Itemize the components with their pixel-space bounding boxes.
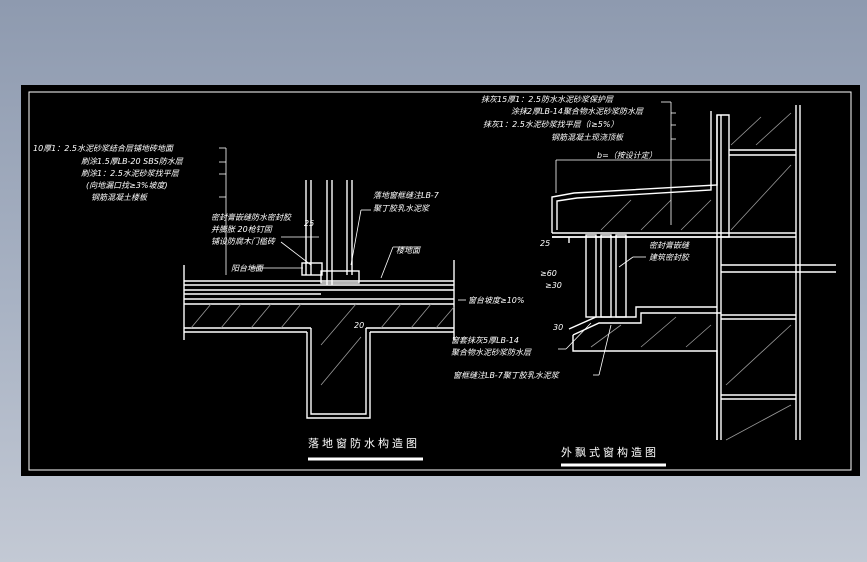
right-b-note: b=（按设计定） [597, 151, 657, 160]
left-detail [183, 180, 455, 419]
left-label-floor: 楼地面 [396, 246, 422, 255]
drawing-sheet: 10厚1：2.5水泥砂浆结合层铺地砖地面 刷涂1.5厚LB-20 SBS防水层 … [21, 85, 860, 476]
sheet-frame [28, 91, 852, 471]
right-dim-25: 25 [540, 239, 550, 248]
left-note-2: 刷涂1.5厚LB-20 SBS防水层 [81, 157, 184, 166]
right-dim-30b: 30 [553, 323, 563, 332]
cad-drawing: 10厚1：2.5水泥砂浆结合层铺地砖地面 刷涂1.5厚LB-20 SBS防水层 … [28, 91, 852, 471]
left-note-5: 钢筋混凝土楼板 [91, 193, 148, 202]
left-detail-title: 落地窗防水构造图 [308, 436, 420, 450]
left-label-sealant: 密封膏嵌缝防水密封胶 [211, 213, 292, 222]
left-label-sill-fill-2: 聚丁胶乳水泥浆 [373, 204, 431, 213]
right-note-4: 钢筋混凝土现浇顶板 [551, 133, 624, 142]
right-note-1: 抹灰15厚1：2.5防水水泥砂浆保护层 [481, 95, 614, 104]
left-leaders [219, 147, 466, 301]
left-label-screw: 并膨胀 20枪钉固 [211, 225, 273, 234]
right-dim-30: ≥30 [545, 281, 562, 290]
left-dim-20: 20 [354, 321, 364, 330]
left-note-1: 10厚1：2.5水泥砂浆结合层铺地砖地面 [33, 144, 175, 153]
left-note-3: 刷涂1：2.5水泥砂浆找平层 [81, 169, 180, 178]
right-detail-title: 外飘式窗构造图 [561, 445, 659, 459]
right-note-3: 抹灰1：2.5水泥砂浆找平层（i≥5%） [483, 120, 618, 129]
right-sealant: 密封膏嵌缝 [649, 241, 690, 250]
left-label-sill-fill: 落地窗框缝注LB-7 [373, 191, 440, 200]
left-label-wood: 铺设防腐木门槛砖 [211, 237, 276, 246]
right-bottom-1: 窗套抹灰5厚LB-14 [451, 336, 519, 345]
right-bottom-2: 聚合物水泥砂浆防水层 [451, 348, 532, 357]
left-dim-25: 25 [304, 219, 314, 228]
left-note-4: (向地漏口找≥3%坡度) [86, 181, 168, 190]
right-detail [551, 105, 836, 440]
right-sealant-2: 建筑密封胶 [649, 253, 690, 262]
left-hatch [190, 303, 455, 386]
left-label-slope: 窗台坡度≥10% [468, 296, 524, 305]
right-hatch [590, 112, 792, 441]
left-label-balcony: 阳台地面 [231, 264, 265, 273]
right-bottom-3: 窗框缝注LB-7聚丁胶乳水泥浆 [453, 371, 561, 380]
right-note-2: 涂抹2厚LB-14聚合物水泥砂浆防水层 [511, 107, 644, 116]
right-dim-60: ≥60 [540, 269, 557, 278]
right-leaders [555, 101, 711, 376]
